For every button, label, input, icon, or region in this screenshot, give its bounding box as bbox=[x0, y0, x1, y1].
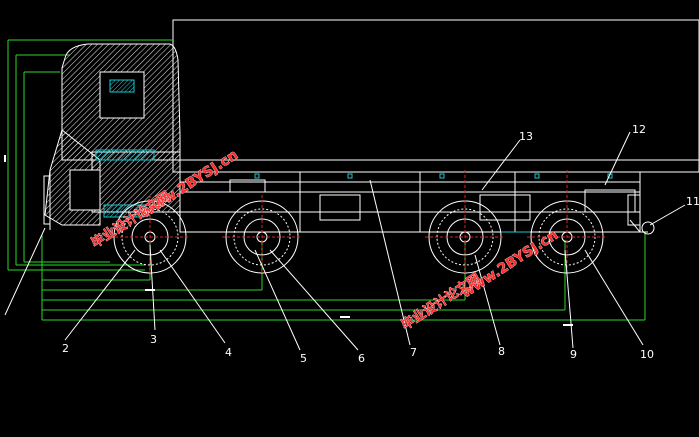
cargo-box bbox=[172, 19, 699, 173]
callout-6: 6 bbox=[358, 352, 365, 365]
frame-accents bbox=[254, 173, 613, 233]
rear-bumper bbox=[627, 194, 655, 235]
axle-center-marks bbox=[110, 170, 607, 275]
callout-8: 8 bbox=[498, 345, 505, 358]
callout-10: 10 bbox=[640, 348, 654, 361]
leader-lines bbox=[4, 131, 686, 351]
callout-2: 2 bbox=[62, 342, 69, 355]
callout-5: 5 bbox=[300, 352, 307, 365]
callout-7: 7 bbox=[410, 346, 417, 359]
chassis-frame bbox=[179, 171, 641, 233]
callout-12: 12 bbox=[632, 123, 646, 136]
callout-13: 13 bbox=[519, 130, 533, 143]
callout-3: 3 bbox=[150, 333, 157, 346]
dimension-ticks bbox=[4, 155, 573, 326]
watermark-cn-2: 毕业设计论文网 bbox=[398, 270, 483, 333]
callout-labels: 2 3 4 5 6 7 8 9 10 11 12 13 bbox=[62, 123, 699, 365]
callout-9: 9 bbox=[570, 348, 577, 361]
callout-4: 4 bbox=[225, 346, 232, 359]
callout-11: 11 bbox=[686, 195, 699, 208]
watermark-url-2: www.2BYSJ.cn bbox=[458, 227, 561, 301]
engine-block bbox=[69, 149, 181, 218]
